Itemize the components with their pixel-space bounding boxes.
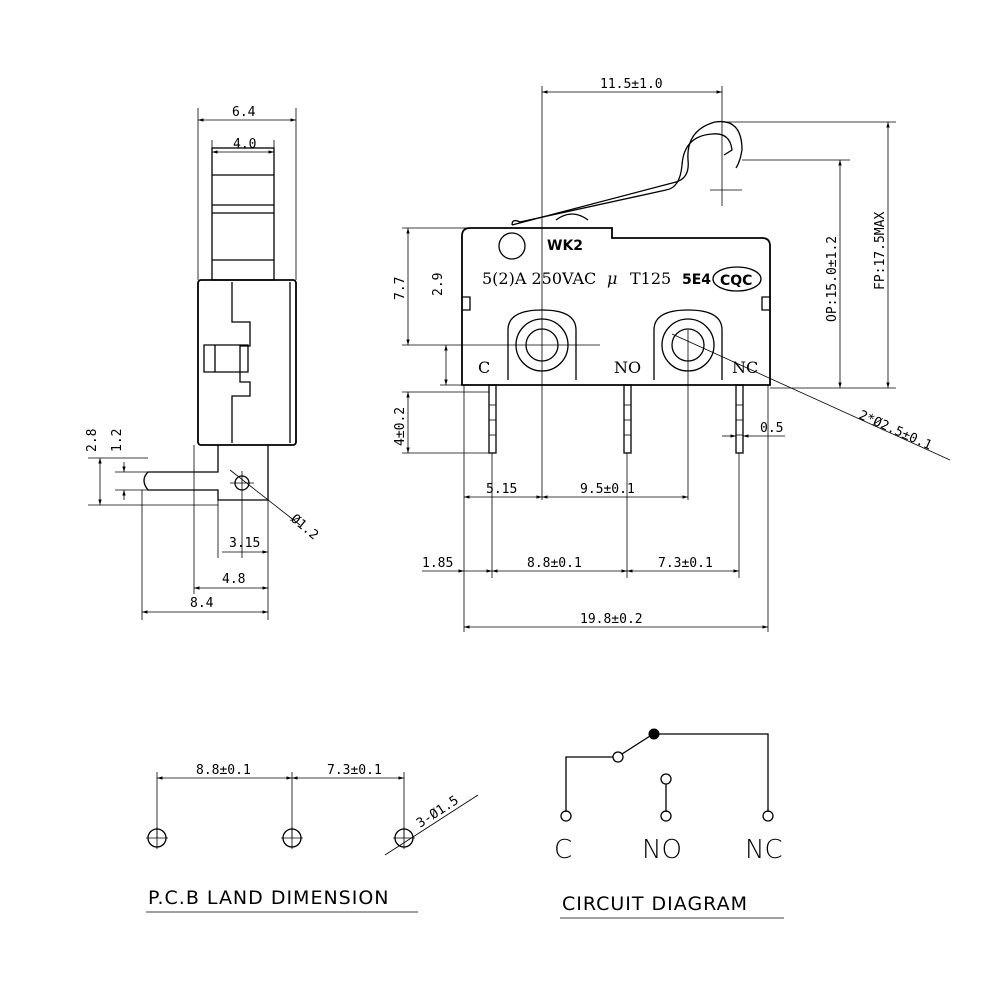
side-body [197,279,297,446]
marking-endurance: 5E4 [682,272,711,288]
dim-2-9: 2.9 [431,273,446,296]
dim-op: OP:15.0±1.2 [825,236,840,322]
label-no: NO [614,358,641,377]
dim-4-0: 4.0 [233,137,256,152]
dim-dia-1-2: Ø1.2 [287,512,321,544]
dim-7-7: 7.7 [393,277,408,300]
pcb-hole-c [146,827,168,849]
marking-micro: μ [607,269,617,288]
circuit-node-no-top [660,773,672,785]
body-dimple [498,232,526,260]
marking-model: WK2 [547,238,583,254]
circuit-node-c [560,810,572,822]
dim-1-85: 1.85 [422,556,453,571]
circuit-node-pivot [612,751,624,763]
circuit-label-no: NO [642,835,682,865]
dim-pin-width: 0.5 [760,421,783,436]
pcb-title: P.C.B LAND DIMENSION [148,887,390,909]
circuit-contact-closed [648,728,660,740]
dim-9-5: 9.5±0.1 [580,482,635,497]
side-view: 6.4 4.0 2.8 1.2 Ø1.2 3.15 4.8 8.4 [85,105,321,620]
circuit-title: CIRCUIT DIAGRAM [562,893,748,915]
marking-temp: T125 [630,269,671,288]
front-view: WK2 5(2)A 250VAC μ T125 5E4 CQC C NO NC [393,77,951,632]
pcb-dim-holes: 3-Ø1.5 [414,793,462,831]
pcb-dim-8-8: 8.8±0.1 [196,763,251,778]
pcb-hole-nc [393,827,415,849]
dim-4-8: 4.8 [222,572,245,587]
dim-hole: 2*Ø2.5±0.1 [856,408,934,454]
circuit-label-nc: NC [745,835,783,865]
circuit-node-nc [762,810,774,822]
dim-8-4: 8.4 [190,596,214,611]
dim-2-8: 2.8 [85,429,100,452]
circuit-label-c: C [554,835,572,865]
dim-pin-length: 4±0.2 [393,407,408,446]
dim-11-5: 11.5±1.0 [600,77,663,92]
pins [488,384,744,454]
cqc-logo-ring [712,266,762,292]
switch-body [461,227,771,386]
dim-8-8: 8.8±0.1 [527,556,582,571]
dim-3-15: 3.15 [229,536,260,551]
lever [511,120,743,226]
dim-6-4: 6.4 [232,105,256,120]
label-c: C [478,358,490,377]
cqc-logo-text: CQC [720,273,752,289]
dim-1-2: 1.2 [110,429,125,452]
circuit-diagram: C NO NC CIRCUIT DIAGRAM [554,728,784,919]
dim-fp: FP:17.5MAX [873,212,888,290]
boss-right [653,309,723,380]
pcb-land: 8.8±0.1 7.3±0.1 3-Ø1.5 P.C.B LAND DIMENS… [146,763,479,913]
dim-19-8: 19.8±0.2 [580,612,643,627]
circuit-node-no [660,810,672,822]
pcb-dim-7-3: 7.3±0.1 [327,763,382,778]
dim-7-3: 7.3±0.1 [658,556,713,571]
marking-rating: 5(2)A 250VAC [482,269,596,288]
dim-5-15: 5.15 [486,482,517,497]
pcb-hole-no [281,827,303,849]
